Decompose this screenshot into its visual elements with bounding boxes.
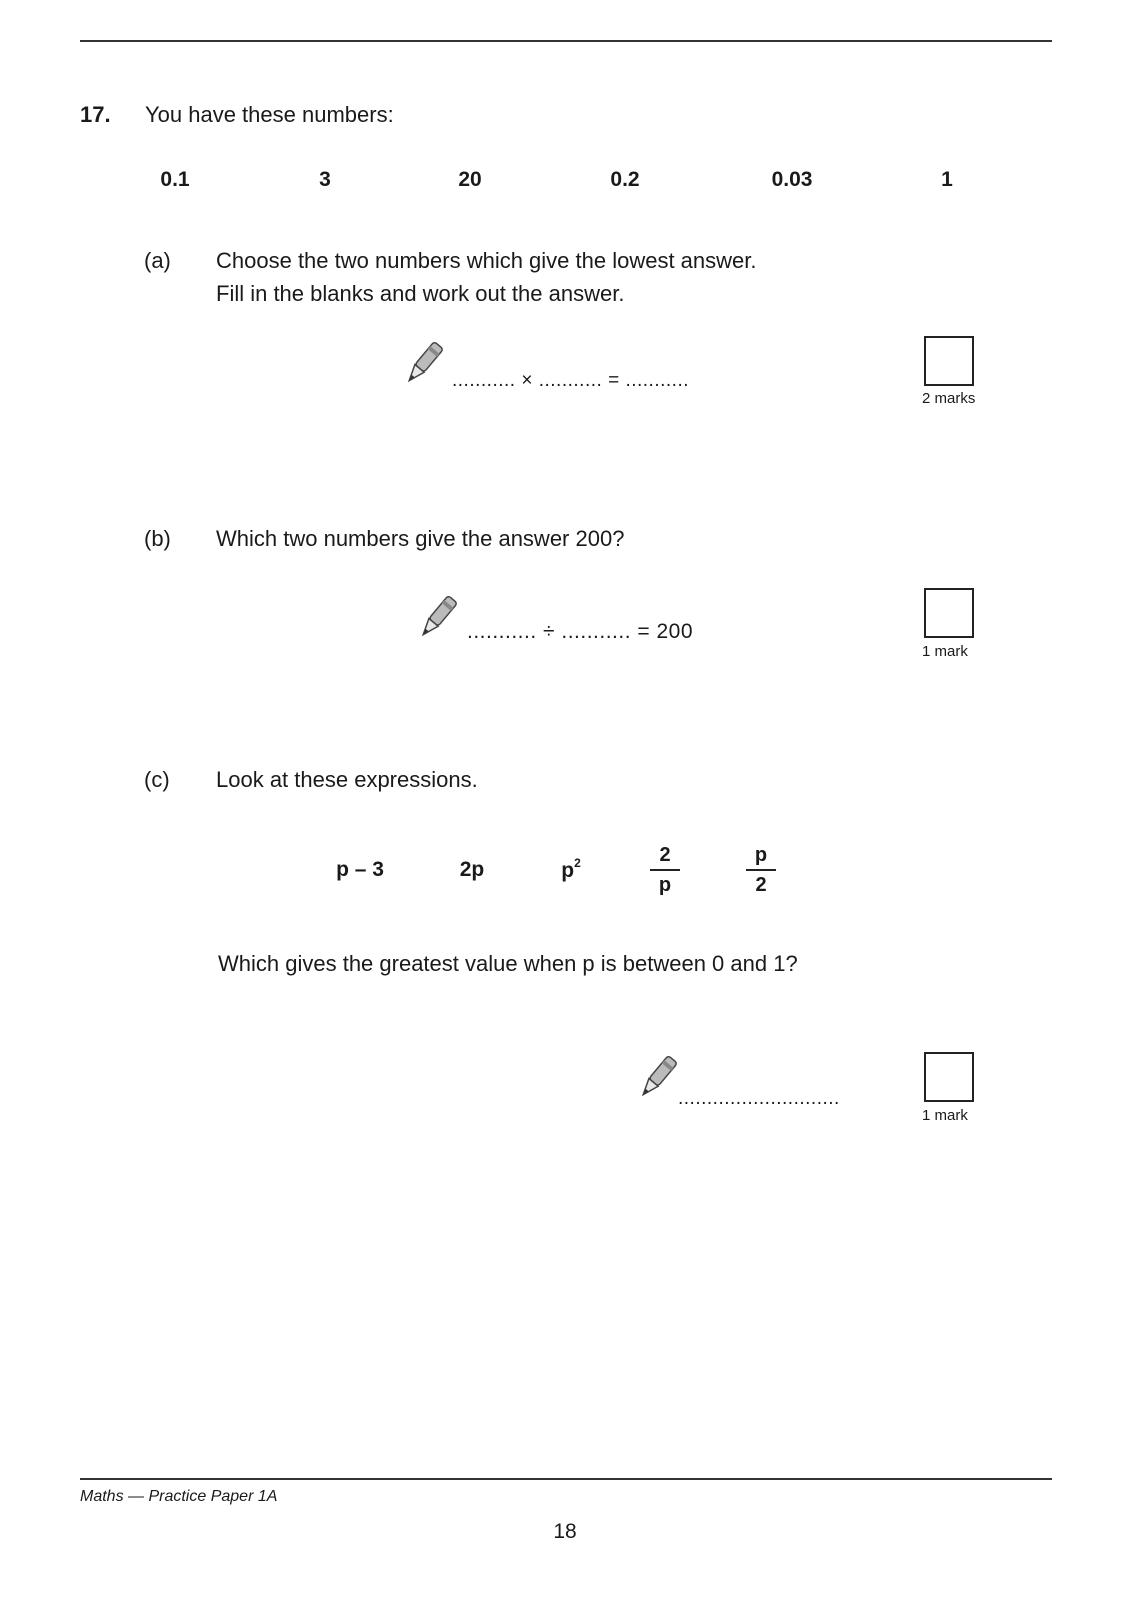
part-b-marks: 1 mark — [922, 643, 968, 660]
expr3-base: p — [561, 859, 575, 882]
pencil-icon — [641, 1056, 677, 1097]
part-c-marks-box — [924, 1052, 974, 1102]
expr5-denominator: 2 — [755, 873, 767, 896]
part-a-line1: Choose the two numbers which give the lo… — [216, 248, 757, 273]
expression-p-squared: p2 — [556, 856, 586, 883]
expr5-numerator: p — [754, 844, 768, 866]
part-b-label: (b) — [144, 526, 171, 551]
footer-paper-title: Maths — Practice Paper 1A — [80, 1488, 278, 1505]
expression-p-minus-3: p – 3 — [336, 858, 384, 881]
number-item: 0.2 — [610, 168, 640, 191]
part-a-marks-box — [924, 336, 974, 386]
expression-2p: 2p — [459, 858, 485, 881]
part-b-text: Which two numbers give the answer 200? — [216, 526, 625, 551]
part-c-marks: 1 mark — [922, 1107, 968, 1124]
part-b-answer-line[interactable]: ........... ÷ ........... = 200 — [467, 620, 694, 643]
pencil-icon — [421, 596, 457, 637]
page-number: 18 — [553, 1520, 577, 1543]
part-a-marks: 2 marks — [922, 390, 976, 407]
number-item: 0.1 — [160, 168, 190, 191]
part-a-text: Choose the two numbers which give the lo… — [216, 244, 757, 310]
question-intro: You have these numbers: — [145, 102, 394, 127]
footer-rule — [80, 1478, 1052, 1480]
number-item: 20 — [458, 168, 482, 191]
expression-2-over-p: 2 p — [650, 842, 680, 898]
part-c-label: (c) — [144, 767, 170, 792]
pencil-icon — [407, 342, 443, 383]
expression-p-over-2: p 2 — [746, 842, 776, 898]
number-item: 1 — [941, 168, 953, 191]
part-a-answer-line[interactable]: ........... × ........... = ........... — [452, 370, 690, 391]
expr3-exponent: 2 — [574, 856, 581, 870]
fraction-bar — [650, 869, 680, 871]
fraction-bar — [746, 869, 776, 871]
question-number: 17. — [80, 102, 111, 127]
part-c-text: Look at these expressions. — [216, 767, 478, 792]
number-item: 0.03 — [771, 168, 813, 191]
part-a-label: (a) — [144, 248, 171, 273]
part-a-line2: Fill in the blanks and work out the answ… — [216, 281, 625, 306]
number-item: 3 — [319, 168, 331, 191]
expr4-numerator: 2 — [659, 844, 671, 866]
part-c-answer-line[interactable]: ............................ — [678, 1088, 840, 1109]
top-rule — [80, 40, 1052, 42]
part-b-marks-box — [924, 588, 974, 638]
part-c-question: Which gives the greatest value when p is… — [218, 951, 798, 976]
expr4-denominator: p — [658, 873, 672, 896]
